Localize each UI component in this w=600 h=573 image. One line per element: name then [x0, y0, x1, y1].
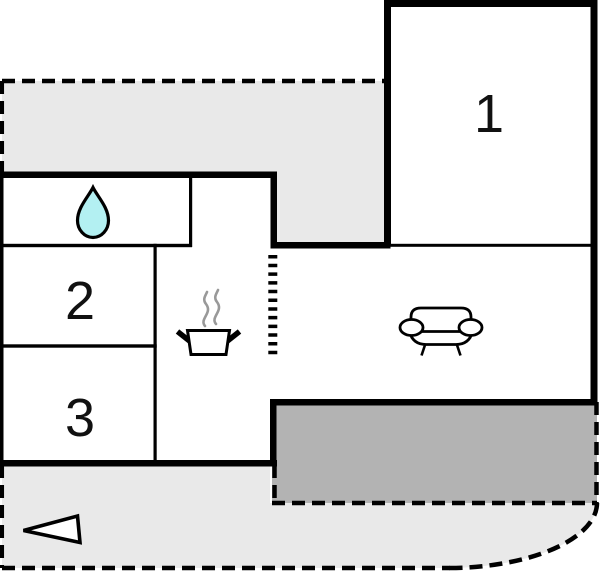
wall-room1-right [590, 0, 598, 246]
wall-unit-bottom [0, 460, 277, 467]
sofa-skirt [408, 331, 474, 346]
terrace-dark [272, 402, 597, 503]
room3-label: 3 [65, 388, 95, 448]
room2-label: 2 [65, 271, 95, 331]
sofa-back [409, 306, 473, 335]
wall-courtyard-left [270, 171, 277, 249]
steam-icon [202, 288, 221, 328]
terrace-areas [2, 81, 597, 568]
wall-unit-left [0, 171, 4, 467]
wall-room1-living-divider [388, 243, 594, 247]
water-drop-icon [75, 183, 111, 240]
boundary-dashed-lines [0, 78, 600, 571]
terrace-upper [2, 81, 385, 243]
sofa-armrest-left [398, 318, 425, 337]
wall-room1-top [384, 0, 598, 7]
sofa-leg-left [420, 344, 427, 356]
wall-bathroom-bottom [0, 243, 192, 248]
wall-courtyard-bottom [270, 242, 391, 249]
wall-living-right [590, 243, 598, 405]
walls [0, 0, 598, 467]
wall-unit-top [0, 171, 277, 178]
direction-arrow-icon [23, 513, 83, 545]
sofa-icon [398, 306, 484, 356]
boundary-curve [447, 502, 600, 571]
wall-terrace-dark-left [270, 399, 277, 465]
wall-kitchen-left [153, 243, 157, 463]
wall-room1-left [384, 0, 391, 246]
sofa-armrest-right [457, 318, 484, 337]
wall-bathroom-right [189, 175, 193, 247]
room1-label: 1 [474, 84, 504, 144]
terrace-lower [2, 463, 597, 568]
wall-room2-room3-divider [0, 344, 157, 348]
wall-living-bottom [270, 399, 598, 406]
sofa-leg-right [455, 344, 462, 356]
pot-body [185, 329, 232, 356]
cooking-pot-icon [175, 288, 242, 356]
